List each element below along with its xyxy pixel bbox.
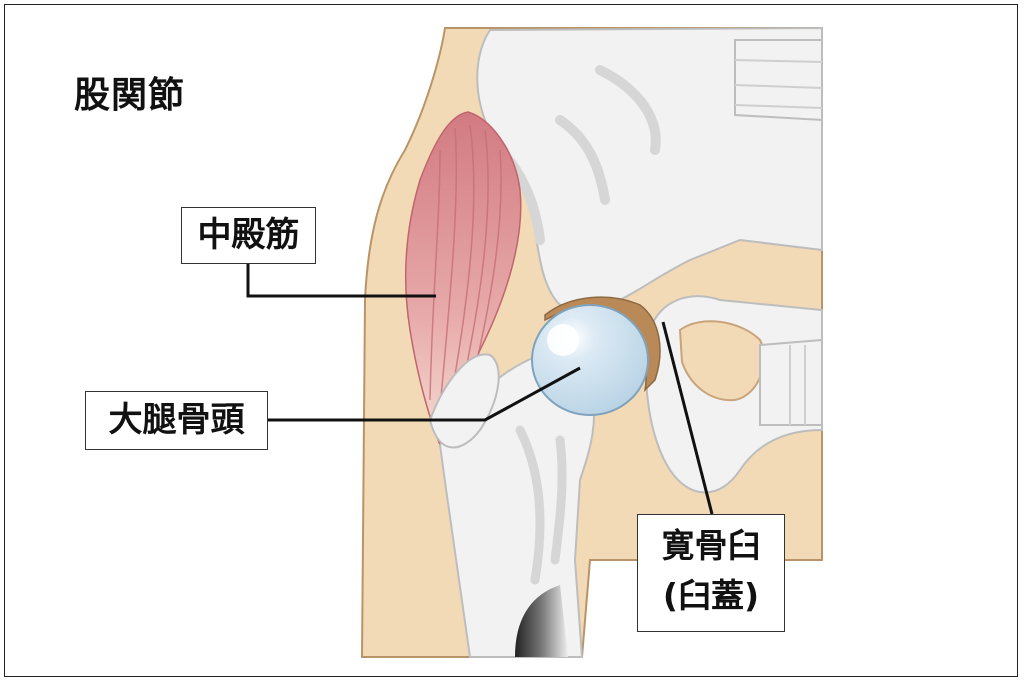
leader-line-acetabulum xyxy=(661,321,714,515)
diagram-title: 股関節 xyxy=(74,75,186,116)
leader-line-gluteus-medius xyxy=(246,264,436,298)
diagram-frame xyxy=(4,4,1018,677)
label-acetabulum-line1: 寛骨臼 xyxy=(661,526,761,565)
leader-line-femoral-head xyxy=(268,366,581,422)
label-acetabulum: 寛骨臼 (臼蓋) xyxy=(637,514,785,632)
femoral-head-highlight xyxy=(547,324,579,356)
label-acetabulum-line2: (臼蓋) xyxy=(662,576,760,615)
label-gluteus-medius: 中殿筋 xyxy=(181,207,316,264)
femoral-head xyxy=(531,304,649,416)
greater-trochanter xyxy=(428,353,500,449)
dark-shape xyxy=(515,585,568,657)
label-femoral-head: 大腿骨頭 xyxy=(85,391,268,450)
